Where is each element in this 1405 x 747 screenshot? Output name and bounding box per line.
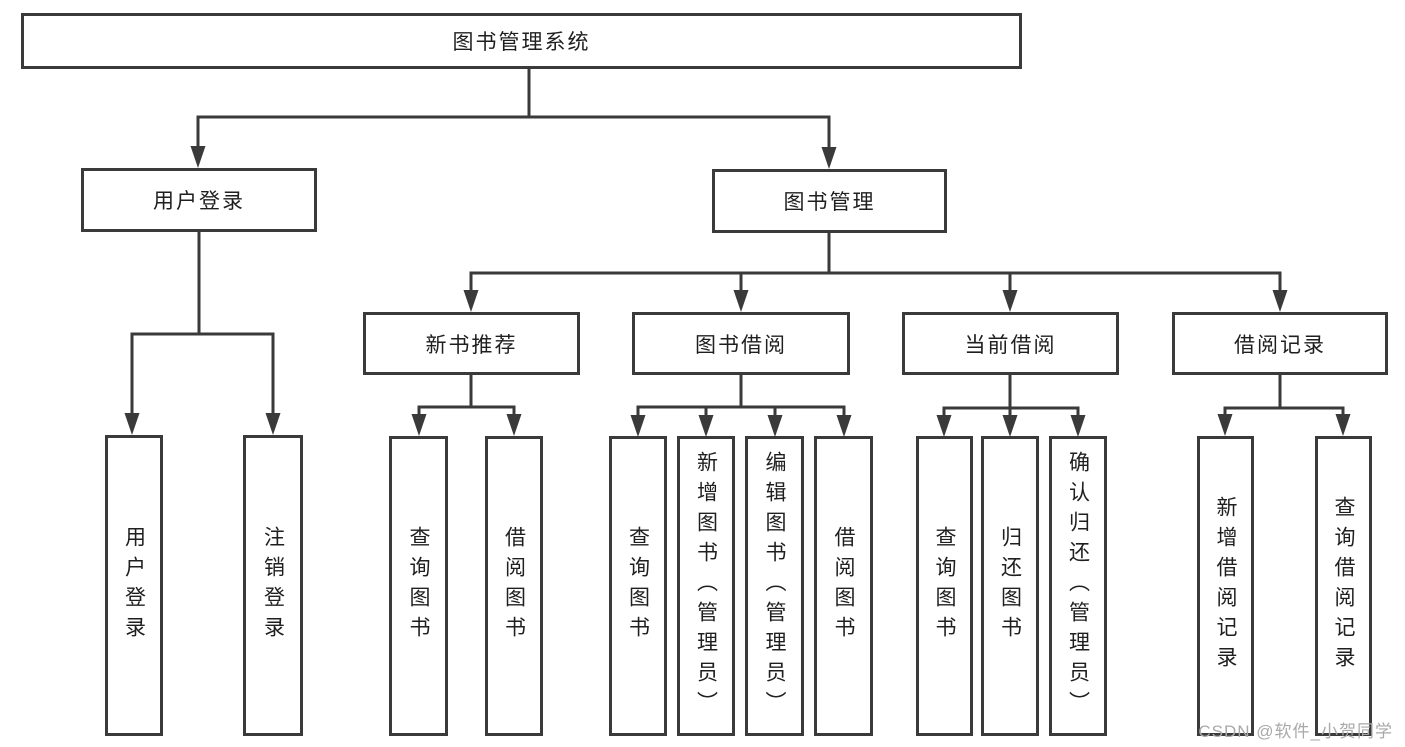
- node-current-borrowing-label: 当前借阅: [964, 333, 1057, 357]
- leaf-add-books-admin-label: 新增图书（管理员）: [694, 451, 718, 721]
- leaf-borrow-books-recommend-label: 借阅图书: [502, 526, 526, 646]
- leaf-add-borrow-record-label: 新增借阅记录: [1214, 496, 1237, 676]
- leaf-query-books-recommend: 查询图书: [389, 436, 448, 736]
- node-book-management: 图书管理: [712, 169, 947, 233]
- leaf-borrow-books-recommend: 借阅图书: [485, 436, 543, 736]
- leaf-logout: 注销登录: [243, 435, 303, 736]
- leaf-query-books-current-label: 查询图书: [933, 526, 956, 646]
- node-book-borrowing-label: 图书借阅: [695, 333, 787, 357]
- node-root-label: 图书管理系统: [452, 31, 591, 54]
- leaf-query-books-borrowing: 查询图书: [609, 436, 667, 736]
- node-user-login-label: 用户登录: [153, 190, 245, 213]
- leaf-confirm-return-admin: 确认归还（管理员）: [1049, 436, 1107, 736]
- leaf-logout-label: 注销登录: [261, 525, 285, 646]
- leaf-query-borrow-record-label: 查询借阅记录: [1332, 496, 1355, 676]
- leaf-return-books: 归还图书: [981, 436, 1039, 736]
- node-book-management-label: 图书管理: [783, 191, 876, 214]
- leaf-add-books-admin: 新增图书（管理员）: [677, 436, 735, 736]
- node-root-system: 图书管理系统: [21, 13, 1022, 69]
- leaf-query-books-current: 查询图书: [916, 436, 973, 736]
- leaf-borrow-books: 借阅图书: [814, 436, 873, 736]
- leaf-edit-books-admin-label: 编辑图书（管理员）: [763, 451, 786, 721]
- node-borrowing-records-label: 借阅记录: [1234, 333, 1326, 357]
- leaf-borrow-books-label: 借阅图书: [832, 526, 855, 646]
- leaf-edit-books-admin: 编辑图书（管理员）: [745, 436, 804, 736]
- node-current-borrowing: 当前借阅: [902, 312, 1119, 375]
- leaf-query-borrow-record: 查询借阅记录: [1315, 436, 1372, 736]
- leaf-user-login: 用户登录: [105, 435, 163, 736]
- arrowheads: [124, 146, 1351, 437]
- leaf-return-books-label: 归还图书: [998, 526, 1022, 646]
- leaf-query-books-borrowing-label: 查询图书: [626, 526, 650, 646]
- csdn-watermark: CSDN @软件_小贺同学: [1198, 722, 1393, 741]
- node-book-borrowing: 图书借阅: [632, 312, 850, 375]
- node-new-book-recommend-label: 新书推荐: [425, 333, 518, 357]
- leaf-query-books-recommend-label: 查询图书: [407, 526, 430, 646]
- node-new-book-recommend: 新书推荐: [363, 312, 580, 375]
- node-user-login: 用户登录: [81, 168, 317, 232]
- leaf-add-borrow-record: 新增借阅记录: [1197, 436, 1254, 736]
- leaf-user-login-label: 用户登录: [122, 525, 146, 646]
- node-borrowing-records: 借阅记录: [1172, 312, 1388, 375]
- leaf-confirm-return-admin-label: 确认归还（管理员）: [1066, 451, 1090, 721]
